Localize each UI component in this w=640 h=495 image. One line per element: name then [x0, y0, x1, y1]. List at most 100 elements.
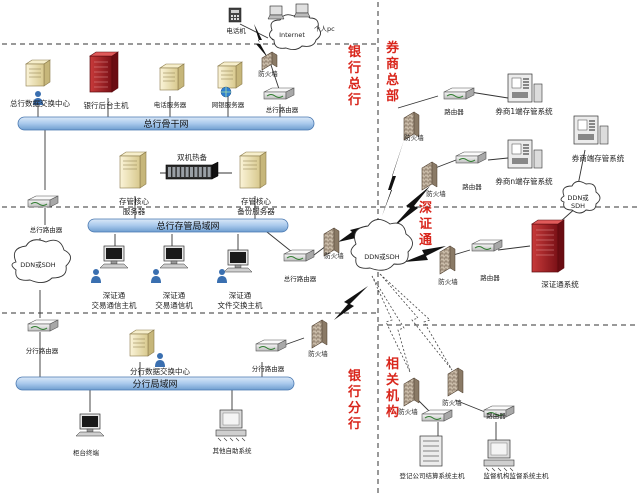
szt-comm-host-icon — [99, 245, 129, 269]
brokern-system-icon — [507, 139, 543, 169]
hq-router-top-label: 总行路由器 — [266, 105, 299, 114]
globe-icon — [220, 86, 232, 98]
szt-comm-host-person-icon — [91, 269, 101, 283]
branch-lan-label: 分行局域网 — [132, 378, 177, 390]
dual-hot-disk-array-icon — [165, 161, 219, 180]
firewall-branch-label: 防火墙 — [308, 349, 328, 358]
firewall-szt-label: 防火墙 — [438, 277, 458, 286]
devices — [25, 3, 609, 472]
ddn-center-cloud: DDN或SDH — [350, 219, 413, 271]
ddn-left-label: DDN或SDH — [20, 260, 56, 269]
branch-lan-bus — [15, 376, 295, 391]
branch-data-center-person-icon — [155, 353, 165, 367]
szt-system-label: 深证通系统 — [541, 279, 579, 289]
clouds: Internet DDN或SDH DDN或SDH DDN或 SDH — [11, 13, 601, 283]
firewall-bn-label: 防火墙 — [426, 189, 446, 198]
ddn-center-label: DDN或SDH — [364, 252, 400, 261]
region-bank-branch: 银行分行 — [347, 368, 362, 432]
telephone-icon — [228, 7, 242, 23]
firewall-mid-icon — [323, 227, 340, 257]
router-bn-label: 路由器 — [462, 182, 482, 191]
router-bn-icon — [455, 151, 487, 164]
pc-icon — [293, 3, 311, 18]
router-rel2-icon — [483, 405, 515, 418]
router-szt-label: 路由器 — [480, 273, 500, 282]
broker-system-right-icon — [573, 115, 609, 145]
laptop-icon — [267, 5, 285, 20]
custody-core-server-label-1: 存管核心 — [119, 196, 149, 206]
broker1-system-label: 券商1端存管系统 — [495, 106, 553, 116]
branch-router-left-icon — [27, 319, 59, 332]
teller-terminal-icon — [75, 413, 105, 437]
bank-host-label: 银行后台主机 — [84, 100, 129, 110]
lightning-broker1 — [382, 140, 404, 216]
firewall-top-label: 防火墙 — [258, 69, 278, 78]
phone-server-icon — [159, 63, 185, 91]
pc-label: 个人pc — [314, 25, 335, 33]
bus-bars: 总行骨干网 总行存管局域网 分行局域网 — [15, 116, 315, 391]
broker-system-right-label: 券商端存管系统 — [572, 153, 625, 163]
lightning-brokern — [392, 186, 430, 228]
hq-data-center-server-icon — [25, 59, 51, 87]
szt-file-host-label-2: 文件交换主机 — [218, 300, 263, 310]
region-titles: 银行总行 券商总部 深证通 银行分行 相关机构 — [347, 40, 432, 432]
firewall-b1-label: 防火墙 — [404, 133, 424, 142]
brokern-system-label: 券商n端存管系统 — [495, 176, 553, 186]
firewall-b1-icon — [403, 111, 420, 141]
region-sz-connect: 深证通 — [419, 200, 432, 248]
self-service-workstation-icon — [215, 409, 247, 442]
branch-router-right-icon — [255, 339, 287, 352]
sz-trade-comm-label-1: 深证通 — [163, 290, 186, 300]
branch-data-center-label: 分行数据交换中心 — [130, 366, 190, 376]
hq-data-center-label: 总行数据交换中心 — [10, 98, 70, 108]
ddn-right-cloud: DDN或 SDH — [560, 181, 601, 214]
router-b1-label: 路由器 — [444, 107, 464, 116]
branch-router-left-label: 分行路由器 — [26, 346, 59, 355]
hq-data-center-person-icon — [33, 91, 43, 105]
ddn-right-label-1: DDN或 — [567, 193, 589, 202]
registrar-host-label: 登记公司结算系统主机 — [400, 471, 466, 480]
sz-trade-comm-label-2: 交易通信机 — [155, 300, 193, 310]
firewall-mid-label: 防火墙 — [324, 251, 344, 260]
web-server-label: 网银服务器 — [212, 100, 245, 109]
device-labels: 电话机 个人pc 防火墙 总行数据交换中心 银行后台主机 电话服务器 网银服务器… — [10, 25, 625, 480]
hq-custody-lan-bus — [87, 218, 289, 233]
lightning-links — [254, 24, 446, 320]
firewall-rel1-label: 防火墙 — [398, 407, 418, 416]
region-bank-hq: 银行总行 — [347, 44, 362, 108]
internet-cloud: Internet — [269, 13, 321, 51]
hq-router-right-icon — [283, 249, 315, 262]
custody-core-backup-label-1: 存管核心 — [241, 196, 271, 206]
lightning-szt — [404, 246, 446, 262]
teller-terminal-label: 柜台终端 — [73, 448, 100, 457]
branch-data-center-server-icon — [129, 329, 155, 357]
firewall-bn-icon — [421, 161, 438, 191]
custody-core-backup-label-2: 备份服务器 — [237, 206, 275, 216]
custody-core-server-label-2: 服务器 — [123, 206, 146, 216]
firewall-szt-icon — [439, 245, 456, 275]
bank-host-mainframe-icon — [89, 51, 119, 93]
router-szt-icon — [471, 239, 503, 252]
szt-file-host-icon — [223, 249, 253, 273]
web-server-icon — [217, 61, 243, 89]
router-rel1-icon — [421, 409, 453, 422]
router-rel2-label: 路由器 — [486, 411, 506, 420]
self-service-label: 其他自助系统 — [213, 446, 253, 455]
regulator-host-label: 监督机构监督系统主机 — [484, 471, 550, 480]
regulator-host-icon — [483, 439, 515, 472]
branch-router-right-label: 分行路由器 — [252, 364, 285, 373]
hq-router-left-icon — [27, 195, 59, 208]
hq-custody-lan-label: 总行存管局域网 — [156, 220, 219, 232]
hq-router-right-label: 总行路由器 — [284, 274, 317, 283]
firewall-rel2-icon — [447, 367, 464, 397]
lightning-branch — [334, 286, 368, 320]
hq-router-top-icon — [263, 87, 295, 100]
hq-backbone-label: 总行骨干网 — [143, 118, 188, 130]
registrar-host-icon — [419, 435, 443, 467]
router-b1-icon — [443, 87, 475, 100]
firewall-rel1-icon — [403, 377, 420, 407]
firewall-rel2-label: 防火墙 — [442, 398, 462, 407]
broker1-system-icon — [507, 73, 543, 103]
sz-trade-comm-person-icon — [151, 269, 161, 283]
